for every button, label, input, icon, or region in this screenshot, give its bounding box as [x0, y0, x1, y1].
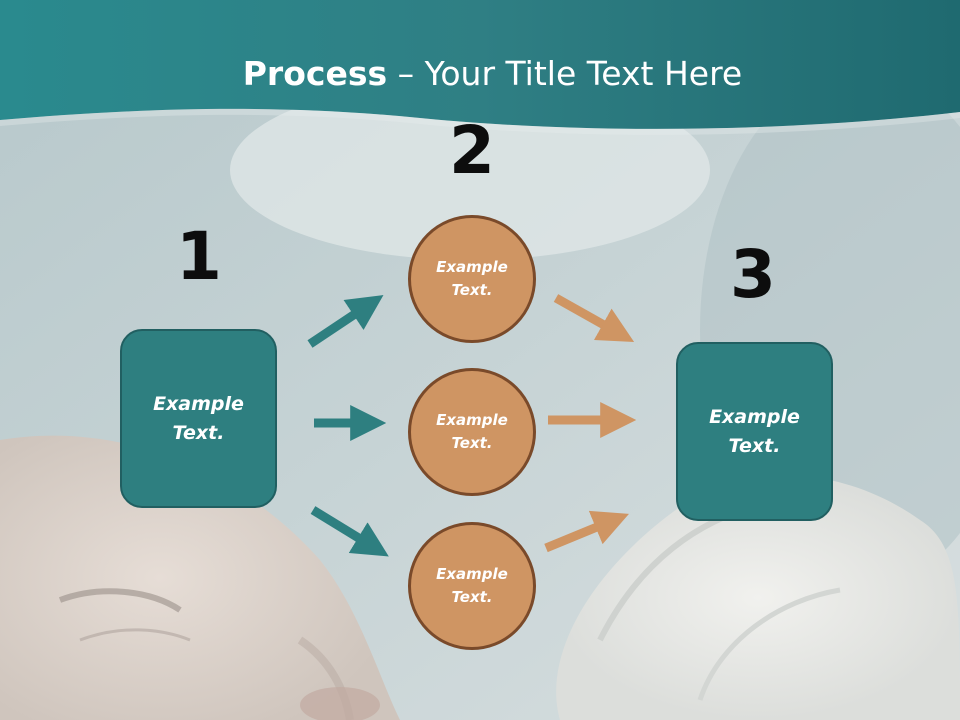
arrow-left-to-bottom — [310, 506, 389, 557]
circle-bottom-label: Example Text. — [436, 565, 508, 606]
step-number-2: 2 — [449, 112, 495, 189]
right-box-label: Example Text. — [709, 405, 800, 457]
arrow-left-to-top — [307, 295, 384, 348]
step-number-1: 1 — [176, 218, 222, 295]
process-circle-top: Example Text. — [408, 215, 536, 343]
step-number-3: 3 — [730, 236, 776, 313]
process-circle-bottom: Example Text. — [408, 522, 536, 650]
title-dash: – — [387, 54, 425, 93]
title-bold: Process — [242, 54, 388, 93]
arrow-bottom-to-right — [544, 510, 629, 553]
left-process-box: Example Text. — [120, 329, 277, 508]
left-box-label: Example Text. — [153, 392, 244, 444]
arrow-top-to-right — [553, 294, 635, 342]
slide-title: Process – Your Title Text Here — [0, 52, 960, 96]
title-rest: Your Title Text Here — [424, 54, 743, 93]
right-process-box: Example Text. — [676, 342, 833, 521]
circle-top-label: Example Text. — [436, 258, 508, 299]
process-circle-middle: Example Text. — [408, 368, 536, 496]
circle-middle-label: Example Text. — [436, 411, 508, 452]
